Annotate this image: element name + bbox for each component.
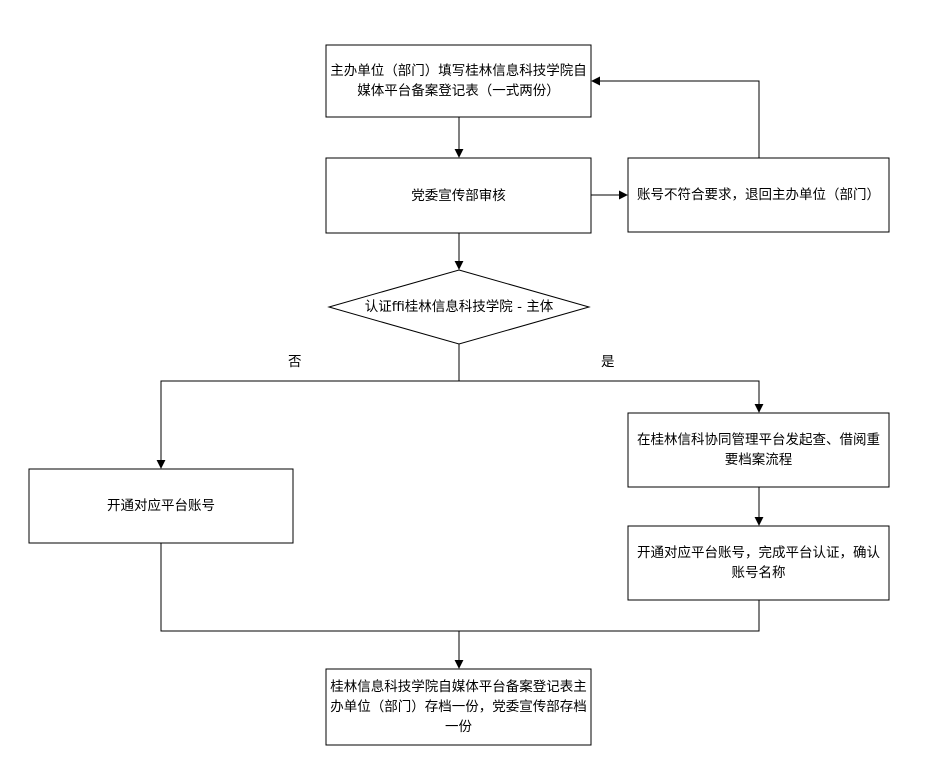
node-initiate-process-box — [627, 412, 890, 488]
edge-label-yes: 是 — [601, 354, 615, 370]
edge-reject-to-fill — [591, 76, 760, 158]
edge-decision-to-no — [156, 380, 459, 469]
node-review-box — [325, 157, 592, 234]
node-decision-diamond — [327, 269, 591, 345]
node-reject-box — [627, 157, 890, 233]
node-archive-box — [325, 668, 592, 746]
edge-label-no: 否 — [288, 354, 302, 370]
node-fill-form-box — [325, 44, 592, 118]
node-open-account-yes-box — [627, 525, 890, 601]
edge-no-to-merge — [160, 543, 459, 632]
node-open-account-no-box — [28, 468, 294, 544]
edge-decision-to-yes — [459, 380, 764, 413]
edge-yes-to-merge — [459, 600, 760, 632]
